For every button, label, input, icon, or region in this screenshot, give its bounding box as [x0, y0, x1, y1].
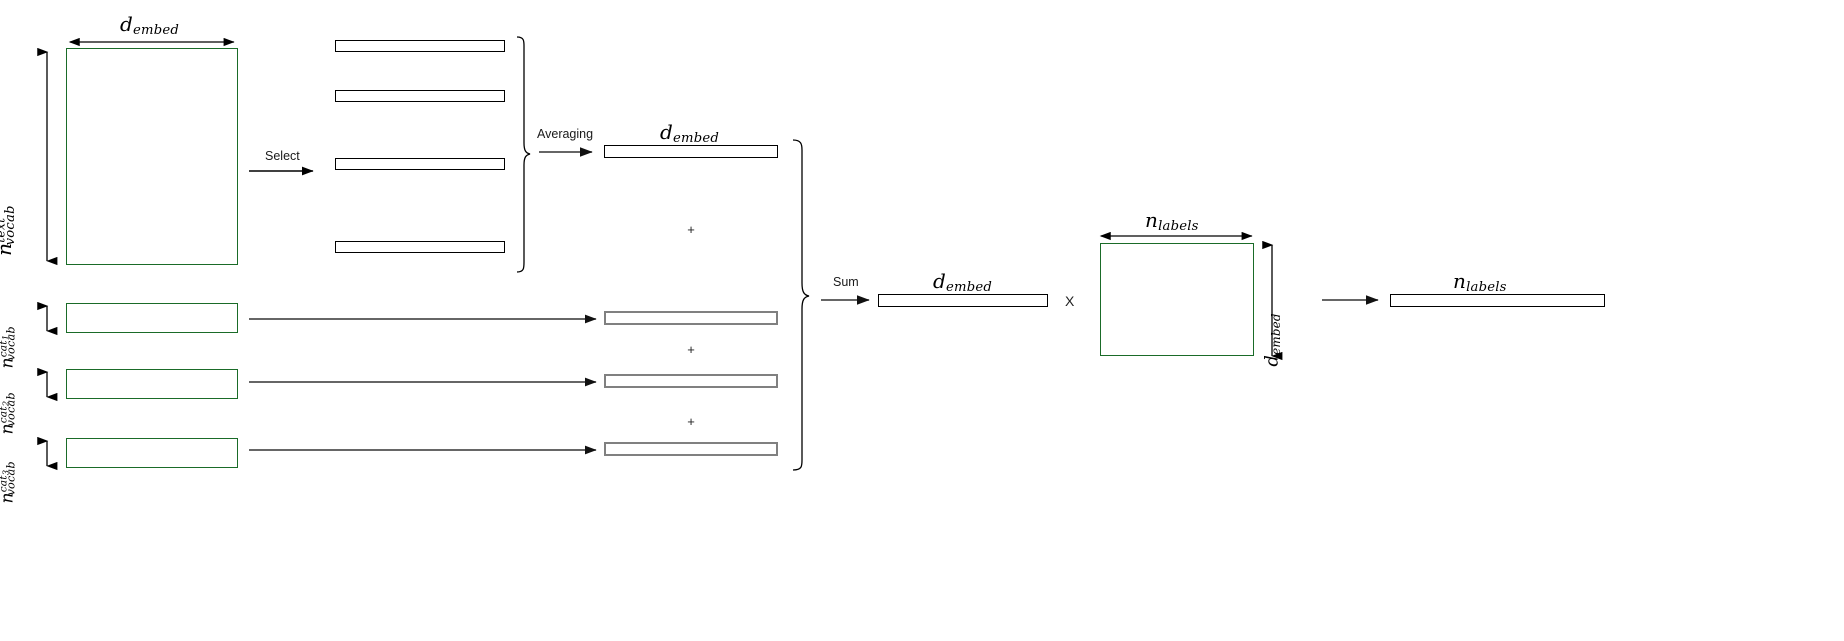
cat2-embedding-matrix: [66, 369, 238, 399]
label-nvocab-cat3: ncat3vocab: [0, 461, 18, 503]
selected-row-1: [335, 40, 505, 52]
label-dembed-summed: dembed: [933, 269, 992, 295]
multiply-symbol: X: [1065, 293, 1075, 309]
math-n: n: [1145, 208, 1159, 232]
math-d: d: [660, 120, 674, 144]
select-operation-label: Select: [265, 149, 300, 163]
summed-vector: [878, 294, 1048, 307]
math-vocab-sub: vocab: [3, 205, 18, 246]
label-dembed-averaged: dembed: [660, 120, 719, 146]
cat2-vector: [604, 374, 778, 388]
averaging-operation-label: Averaging: [537, 127, 594, 141]
label-nvocab-cat1: ncat1vocab: [0, 326, 18, 368]
math-embed-sub: embed: [946, 279, 993, 295]
math-labels-sub: labels: [1158, 218, 1199, 234]
math-d: d: [933, 269, 947, 293]
label-nvocab-cat2: ncat2vocab: [0, 392, 18, 434]
label-embedding-matrix: [1100, 243, 1254, 356]
label-dembed-matrix-side: dembed: [1261, 313, 1283, 366]
math-labels-sub: labels: [1466, 279, 1507, 295]
math-embed-sub: embed: [133, 22, 180, 38]
math-n: n: [1453, 269, 1467, 293]
selected-row-3: [335, 158, 505, 170]
math-vocab-sub: vocab: [5, 461, 18, 496]
averaged-text-vector: [604, 145, 778, 158]
math-embed-sub: embed: [1269, 313, 1283, 355]
cat3-vector: [604, 442, 778, 456]
label-nvocab-text: ntextvocab: [0, 205, 18, 256]
output-logits-vector: [1390, 294, 1605, 307]
plus-sign-2: +: [687, 342, 695, 357]
label-dembed-text-matrix: dembed: [120, 12, 179, 38]
text-embedding-matrix: [66, 48, 238, 265]
sum-group-brace: [792, 139, 810, 471]
label-nlabels-matrix: nlabels: [1145, 208, 1199, 234]
label-nlabels-output: nlabels: [1453, 269, 1507, 295]
cat1-vector: [604, 311, 778, 325]
selected-row-4: [335, 241, 505, 253]
math-d: d: [120, 12, 134, 36]
cat3-embedding-matrix: [66, 438, 238, 468]
math-d: d: [1261, 354, 1283, 367]
plus-sign-3: +: [687, 414, 695, 429]
plus-sign-1: +: [687, 222, 695, 237]
sum-operation-label: Sum: [833, 275, 859, 289]
selected-row-2: [335, 90, 505, 102]
math-embed-sub: embed: [673, 130, 720, 146]
math-vocab-sub: vocab: [5, 392, 18, 427]
cat1-embedding-matrix: [66, 303, 238, 333]
selected-rows-brace: [516, 36, 531, 273]
math-vocab-sub: vocab: [5, 326, 18, 361]
